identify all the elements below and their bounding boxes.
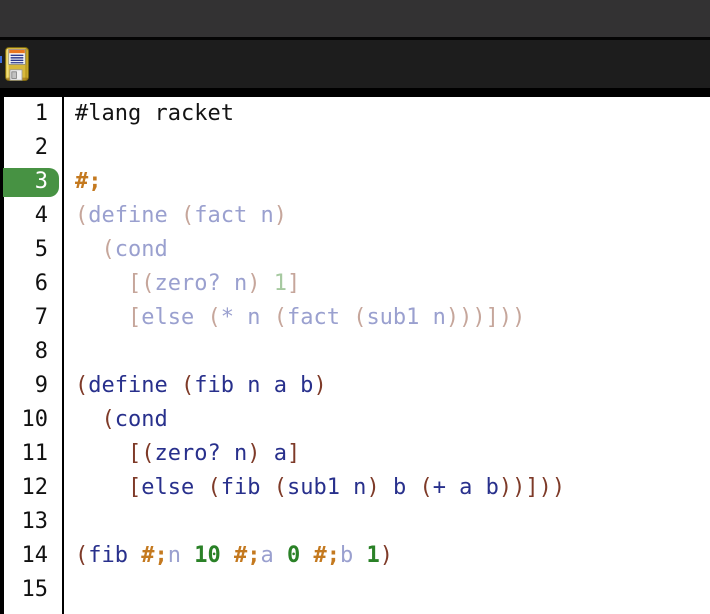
code-token: fact — [286, 305, 354, 330]
code-line: [else (fib (sub1 n) b (+ a b))])) — [64, 471, 710, 505]
code-line: (define (fact n) — [64, 199, 710, 233]
code-token: 0 — [286, 543, 314, 568]
code-token: ( — [353, 305, 367, 330]
line-number: 2 — [34, 135, 48, 160]
code-token: * n — [220, 305, 274, 330]
code-token: ( — [207, 305, 221, 330]
code-token: fact n — [194, 203, 274, 228]
code-token: ) — [366, 475, 393, 500]
code-token: ( — [180, 373, 195, 398]
code-token: else — [141, 475, 208, 500]
code-token: ) — [379, 543, 393, 568]
code-token: define — [88, 203, 181, 228]
code-token: ] — [286, 441, 301, 466]
line-number: 14 — [21, 543, 49, 568]
code-line: (define (fib n a b) — [64, 369, 710, 403]
code-line: #; — [64, 165, 710, 199]
code-line: [else (* n (fact (sub1 n)))])) — [64, 301, 710, 335]
code-token: b — [339, 543, 367, 568]
code-line: #lang racket — [64, 97, 710, 131]
code-token: [ — [75, 305, 142, 330]
code-token: cond — [114, 407, 168, 432]
code-line — [64, 505, 710, 539]
code-token: ) — [273, 203, 287, 228]
code-token: )))])) — [445, 305, 526, 330]
code-token: b — [392, 475, 420, 500]
line-number: 6 — [34, 271, 48, 296]
code-token: n — [167, 543, 195, 568]
titlebar-divider — [0, 37, 710, 40]
code-token: #lang racket — [75, 101, 234, 126]
code-token: a — [260, 543, 287, 568]
code-area[interactable]: #lang racket#;(define (fact n) (cond [(z… — [64, 97, 710, 614]
code-line: (fib #;n 10 #;a 0 #;b 1) — [64, 539, 710, 573]
code-token: define — [88, 373, 181, 398]
code-token: ( — [75, 237, 115, 262]
code-line: (cond — [64, 403, 710, 437]
code-token: ( — [75, 407, 115, 432]
code-token: a — [273, 441, 287, 466]
code-token: else — [141, 305, 208, 330]
code-token: #; — [75, 169, 102, 194]
code-token: ))])) — [498, 475, 566, 500]
code-token: sub1 n — [366, 305, 446, 330]
code-line: [(zero? n) a] — [64, 437, 710, 471]
window-titlebar — [0, 0, 710, 37]
code-line — [64, 335, 710, 369]
code-token: ) — [247, 271, 274, 296]
code-token: ( — [75, 373, 89, 398]
code-token: [( — [75, 441, 155, 466]
code-token: fib — [220, 475, 274, 500]
line-number: 12 — [21, 475, 49, 500]
code-token: ( — [273, 305, 287, 330]
code-line — [64, 573, 710, 607]
line-number: 11 — [21, 441, 49, 466]
code-token: fib — [88, 543, 142, 568]
code-token: 1 — [273, 271, 287, 296]
code-token: 10 — [194, 543, 234, 568]
line-number: 5 — [34, 237, 48, 262]
code-token: zero? n — [154, 271, 248, 296]
code-token: ) — [313, 373, 327, 398]
clipped-edge-icon — [0, 56, 2, 63]
code-token: sub1 n — [286, 475, 367, 500]
code-token: ( — [75, 203, 89, 228]
line-number: 9 — [34, 373, 48, 398]
line-number: 4 — [34, 203, 48, 228]
code-token: ( — [75, 543, 89, 568]
code-token: ( — [180, 203, 195, 228]
code-token: [ — [75, 475, 142, 500]
line-number: 10 — [21, 407, 49, 432]
code-token: ( — [419, 475, 433, 500]
code-token: #; — [233, 543, 261, 568]
save-button[interactable] — [5, 47, 29, 81]
code-token: ( — [273, 475, 287, 500]
line-number: 1 — [34, 101, 48, 126]
code-token: + a b — [432, 475, 499, 500]
code-line: [(zero? n) 1] — [64, 267, 710, 301]
line-number: 15 — [21, 577, 49, 602]
code-line: (cond — [64, 233, 710, 267]
code-token: [( — [75, 271, 155, 296]
active-line-badge — [3, 168, 59, 197]
code-token: fib n a b — [194, 373, 314, 398]
code-token: #; — [141, 543, 168, 568]
code-line — [64, 131, 710, 165]
code-token: #; — [313, 543, 340, 568]
code-token: 1 — [366, 543, 380, 568]
line-number: 13 — [21, 509, 49, 534]
line-number-label: 3 — [34, 169, 48, 194]
line-number: 8 — [34, 339, 48, 364]
active-line-number: 3 — [3, 165, 62, 199]
code-token: cond — [114, 237, 168, 262]
floppy-disk-icon — [5, 47, 29, 81]
code-token: ( — [207, 475, 221, 500]
toolbar — [0, 40, 710, 88]
line-number: 7 — [34, 305, 48, 330]
code-token: ) — [247, 441, 274, 466]
code-token: zero? n — [154, 441, 248, 466]
code-token: ] — [286, 271, 301, 296]
